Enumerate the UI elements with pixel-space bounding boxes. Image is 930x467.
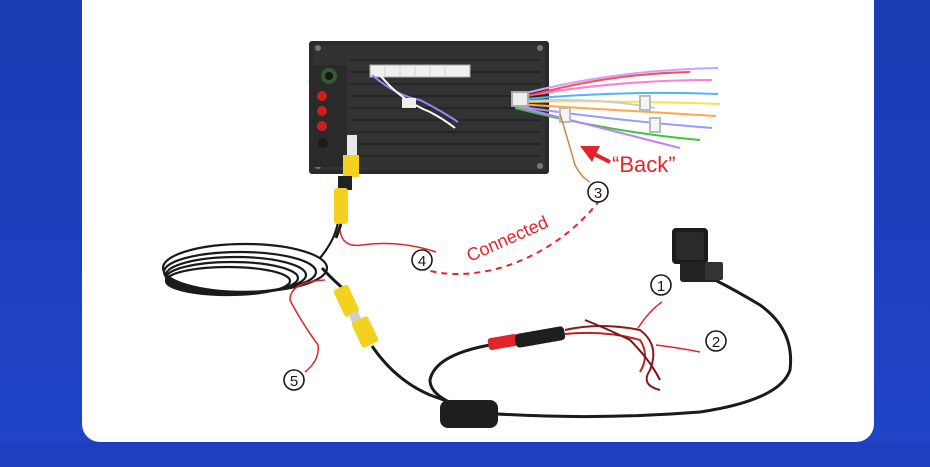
connected-path: Connected [419,199,601,275]
callout-1: 1 [650,274,672,296]
rca-mid [320,266,471,412]
svg-text:5: 5 [290,373,298,390]
svg-text:2: 2 [712,334,720,351]
callout-5: 5 [283,369,305,391]
wire-bundle [511,67,721,183]
coiled-cable [161,221,340,297]
rca-top [334,135,359,239]
connected-label: Connected [463,212,551,266]
backup-camera [672,228,723,282]
bottom-band [0,442,930,467]
red-wire-4 [339,229,437,253]
camera-cable [428,278,793,428]
red-wire-5 [289,279,326,373]
callout-2: 2 [705,330,727,352]
callout-3: 3 [587,181,609,203]
svg-text:3: 3 [594,185,602,202]
callout-4: 4 [411,249,433,271]
back-label: “Back” [612,152,676,177]
back-callout: “Back” [580,146,676,177]
svg-text:1: 1 [657,278,665,295]
svg-text:4: 4 [418,253,426,270]
head-unit [309,41,549,174]
